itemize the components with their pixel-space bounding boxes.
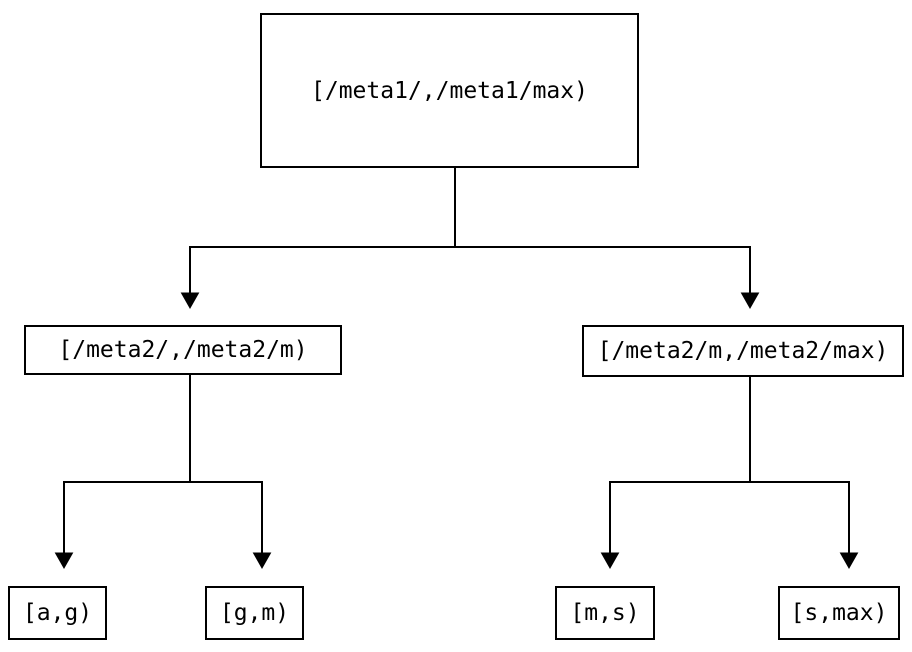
edge-meta2-high-to-leaves	[600, 377, 859, 570]
arrowhead-meta2-low	[180, 292, 200, 310]
arrowhead-leaf-s-max	[839, 552, 859, 570]
node-meta2-high-range: [/meta2/m,/meta2/max)	[582, 325, 904, 377]
arrowhead-leaf-g-m	[252, 552, 272, 570]
node-root-meta1-range: [/meta1/,/meta1/max)	[260, 13, 639, 168]
node-leaf-s-max: [s,max)	[778, 586, 900, 640]
node-leaf-m-s: [m,s)	[555, 586, 655, 640]
node-leaf-g-m: [g,m)	[205, 586, 304, 640]
edge-meta2-low-to-leaves	[54, 375, 272, 570]
arrowhead-leaf-a-g	[54, 552, 74, 570]
edge-root-to-children	[180, 168, 760, 310]
arrowhead-leaf-m-s	[600, 552, 620, 570]
node-leaf-a-g: [a,g)	[8, 586, 107, 640]
node-meta2-low-range: [/meta2/,/meta2/m)	[24, 325, 342, 375]
arrowhead-meta2-high	[740, 292, 760, 310]
